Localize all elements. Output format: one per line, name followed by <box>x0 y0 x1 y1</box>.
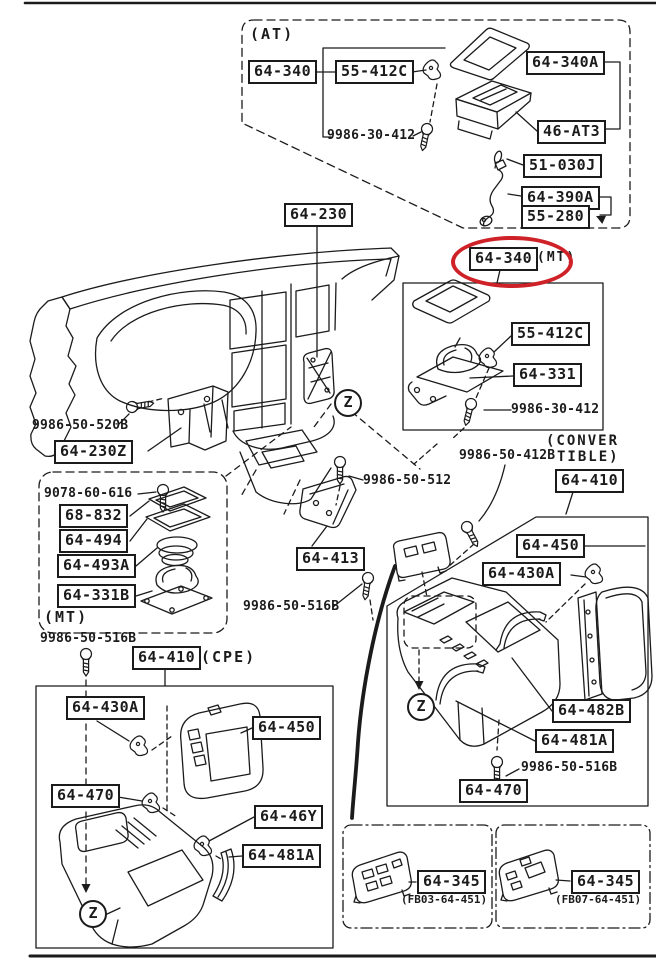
convertible-group-box <box>386 516 649 807</box>
trim-curve <box>350 564 397 820</box>
part-label-64-470-cpe: 64-470 <box>51 784 121 808</box>
cpe-group-tag: (CPE) <box>201 648 257 666</box>
switch-right-dashed-box <box>495 824 651 929</box>
part-label-55-412c-at: 55-412C <box>335 60 414 84</box>
mt-boot-dashed-box <box>38 471 228 634</box>
cpe-tray-64450-drawing <box>179 702 264 800</box>
part-label-64-390a: 64-390A <box>521 186 600 210</box>
part-label-64-430a-cpe: 64-430A <box>66 696 145 720</box>
part-text-9986-50-412b: 9986-50-412B <box>459 448 556 463</box>
part-label-64-410-conv: 64-410 <box>555 469 625 493</box>
mt-boot-group-tag: (MT) <box>44 608 89 626</box>
part-text-9986-50-516b-left: 9986-50-516B <box>40 631 137 646</box>
part-code-fb07: (FB07-64-451) <box>555 893 642 906</box>
part-label-64-413: 64-413 <box>296 547 366 571</box>
part-label-64-410-cpe: 64-410 <box>132 646 202 670</box>
mt-boot-64331-drawing <box>407 337 504 406</box>
part-text-9986-50-516b-conv: 9986-50-516B <box>521 760 618 775</box>
switch-left-dashed-box <box>342 824 493 929</box>
sail-panel-64230-drawing <box>302 347 335 405</box>
bracket-64413-drawing <box>299 475 357 529</box>
conv-armrest-drawing <box>577 586 653 701</box>
at-leader-lines <box>310 47 621 225</box>
part-label-64-230: 64-230 <box>284 203 354 227</box>
switch-right-drawing <box>498 849 559 902</box>
screw-512-drawing <box>333 455 347 485</box>
part-label-64-494: 64-494 <box>59 529 129 553</box>
part-label-64-430a-conv: 64-430A <box>482 562 561 586</box>
part-label-64-493a: 64-493A <box>57 554 136 578</box>
z-marker-convertible: Z <box>407 693 435 721</box>
at-cable-64390a-drawing <box>479 159 507 227</box>
part-label-64-345-right: 64-345 <box>571 870 641 894</box>
screw-516b-left-drawing <box>79 647 93 677</box>
part-label-64-230z: 64-230Z <box>54 440 133 464</box>
cpe-group-box <box>35 685 334 949</box>
z-marker-dash: Z <box>334 389 362 417</box>
part-label-64-46y: 64-46Y <box>254 805 324 829</box>
cpe-leaders <box>96 669 255 858</box>
center-leaders <box>311 464 506 608</box>
part-label-64-345-left: 64-345 <box>417 870 487 894</box>
part-label-64-331b: 64-331B <box>57 584 136 608</box>
part-label-64-331: 64-331 <box>513 363 583 387</box>
part-label-64-482b: 64-482B <box>552 699 631 723</box>
switch-left-drawing <box>351 851 412 904</box>
conv-straps-drawing <box>435 611 547 705</box>
part-label-68-832: 68-832 <box>59 504 129 528</box>
at-group-tag: (AT) <box>250 25 295 43</box>
cpe-console-drawing <box>58 804 214 948</box>
explosion-dashes-dash-area <box>225 403 421 515</box>
z-marker-cpe: Z <box>79 900 107 928</box>
conv-leaders <box>455 491 646 777</box>
leader-520b <box>117 413 182 452</box>
part-code-fb03: (FB03-64-451) <box>401 893 488 906</box>
conv-clip-430a-drawing <box>584 563 604 585</box>
part-text-9078-60-616: 9078-60-616 <box>44 486 133 501</box>
part-label-64-481a-conv: 64-481A <box>535 729 614 753</box>
dashboard-drawing <box>29 247 400 505</box>
mt-screw-drawing <box>459 396 479 428</box>
part-label-55-280: 55-280 <box>521 205 591 229</box>
convertible-tag-line2: TIBLE) <box>557 449 620 465</box>
part-label-51-030j: 51-030J <box>523 154 602 178</box>
cpe-trim-64481a-drawing <box>212 848 235 902</box>
screw-516b-mid-drawing <box>358 571 375 602</box>
mt-leader-lines <box>469 269 514 411</box>
screw-412b-drawing <box>458 518 483 550</box>
part-text-9986-30-412-mt: 9986-30-412 <box>511 402 600 417</box>
part-label-55-412c-mt: 55-412C <box>511 322 590 346</box>
conv-console-drawing <box>396 577 561 747</box>
conv-switch-panel-drawing <box>392 531 451 582</box>
part-label-46-at3: 46-AT3 <box>537 120 607 144</box>
part-label-64-340-at: 64-340 <box>248 60 318 84</box>
at-shift-panel-drawing <box>455 80 532 140</box>
highlight-ellipse <box>451 236 573 288</box>
switch-leaders <box>408 879 571 883</box>
mt-lid-drawing <box>412 279 491 324</box>
page-frame-lines <box>23 1 656 958</box>
part-label-64-470-conv: 64-470 <box>459 779 529 803</box>
part-label-64-481a-cpe: 64-481A <box>242 844 321 868</box>
part-text-9986-50-512: 9986-50-512 <box>363 473 452 488</box>
bracket-64230z-drawing <box>167 385 229 451</box>
convertible-tag-line1: (CONVER <box>546 433 620 449</box>
part-text-9986-50-520b: 9986-50-520B <box>32 418 129 433</box>
part-text-9986-50-516b-mid: 9986-50-516B <box>243 599 340 614</box>
at-screw-drawing <box>416 121 435 153</box>
at-group-dashed-box <box>241 19 631 229</box>
boot-stack-drawing <box>140 486 213 615</box>
at-pin-51030j-drawing <box>493 150 503 169</box>
part-text-9986-30-412-at: 9986-30-412 <box>327 128 416 143</box>
part-label-64-450-conv: 64-450 <box>516 534 586 558</box>
at-console-lid-drawing <box>449 27 530 81</box>
boot-leaders <box>129 491 158 597</box>
cpe-clip1-drawing <box>129 735 149 757</box>
part-label-64-340a: 64-340A <box>526 51 605 75</box>
part-label-64-450-cpe: 64-450 <box>252 716 322 740</box>
